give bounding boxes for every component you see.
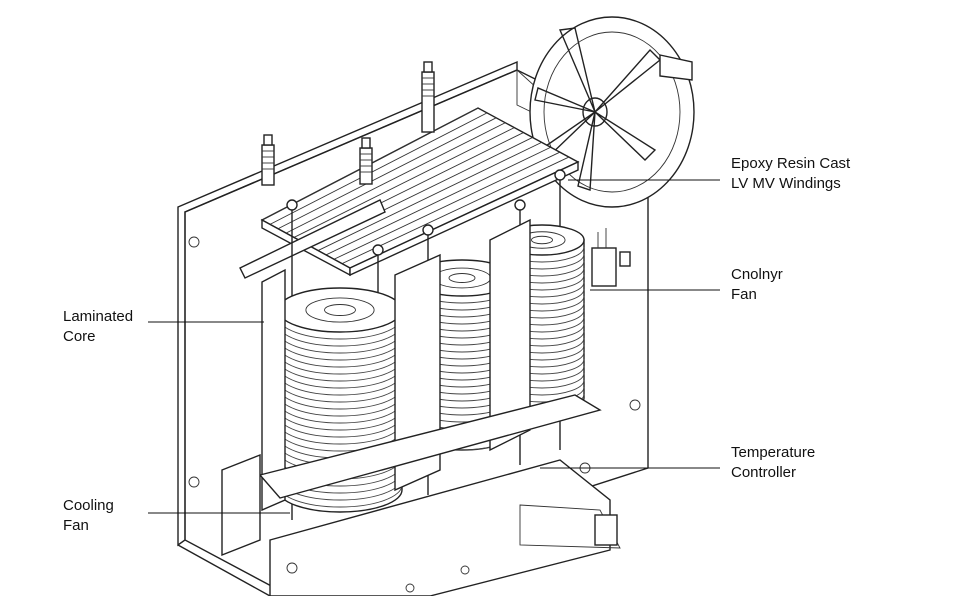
enclosure-frame xyxy=(177,60,649,596)
winding-label-line1: Epoxy Resin Cast xyxy=(731,155,851,172)
cooling-fan-right-label-line2: Fan xyxy=(731,286,757,303)
core-label-line2: Core xyxy=(63,328,96,345)
cooling-fan-right-label: Cnolnyr Fan xyxy=(731,265,783,305)
core-label: Laminated Core xyxy=(63,307,133,347)
temperature-controller-label: Temperature Controller xyxy=(731,443,815,483)
temperature-controller-label-line1: Temperature xyxy=(731,444,816,461)
cooling-fan-left-label-line1: Cooling xyxy=(63,497,114,514)
winding-label: Epoxy Resin Cast LV MV Windings xyxy=(731,154,850,194)
cooling-fan-left-label-line2: Fan xyxy=(63,517,89,534)
temperature-controller-label-line2: Controller xyxy=(731,464,797,481)
core-limbs xyxy=(261,218,531,512)
core-label-line1: Laminated xyxy=(63,308,134,325)
cooling-fan-left-label: Cooling Fan xyxy=(63,496,114,536)
temperature-controller-unit xyxy=(591,228,631,287)
callout-lines xyxy=(148,179,720,514)
winding-label-line2: LV MV Windings xyxy=(731,175,841,192)
top-yoke xyxy=(239,107,580,279)
cooling-fan-right-label-line1: Cnolnyr xyxy=(731,266,783,283)
base-frame xyxy=(221,394,621,596)
